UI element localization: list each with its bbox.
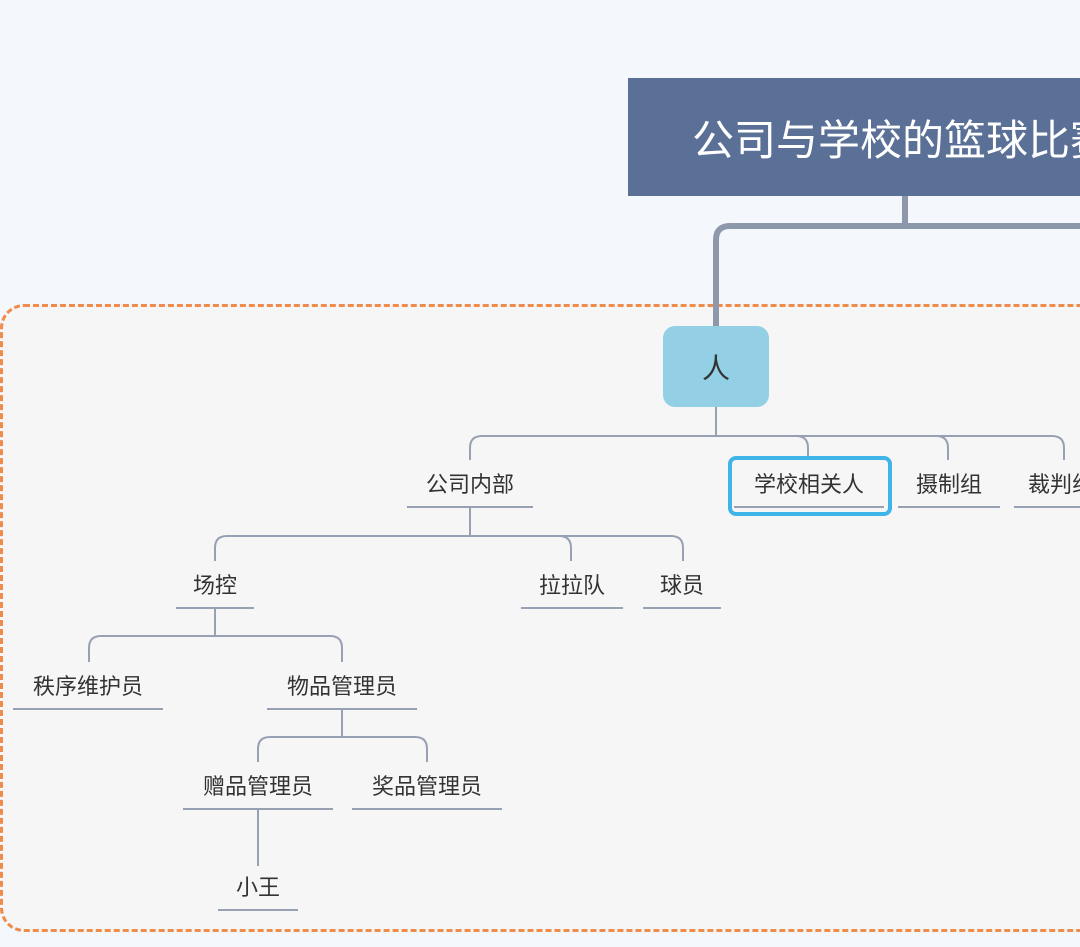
root-topic[interactable]: 公司与学校的篮球比赛 <box>628 78 1080 196</box>
topic-label: 奖品管理员 <box>371 775 482 800</box>
topic-school-related[interactable]: 学校相关人 <box>734 460 884 508</box>
venue-children-connector <box>88 635 343 662</box>
boundary-frame[interactable] <box>0 304 1080 932</box>
topic-cheerleaders[interactable]: 拉拉队 <box>521 561 623 609</box>
company-children-connector <box>214 535 684 561</box>
topic-players[interactable]: 球员 <box>643 561 721 609</box>
main-topic-label: 人 <box>701 351 730 385</box>
topic-label: 小王 <box>235 876 280 901</box>
topic-label: 场控 <box>192 574 237 599</box>
topic-xiao-wang[interactable]: 小王 <box>218 863 298 911</box>
topic-label: 学校相关人 <box>753 473 864 498</box>
topic-venue-control[interactable]: 场控 <box>176 561 254 609</box>
topic-label: 秩序维护员 <box>32 675 143 700</box>
level1-connector <box>469 435 1065 460</box>
root-topic-label: 公司与学校的篮球比赛 <box>692 115 1080 165</box>
topic-order-keepers[interactable]: 秩序维护员 <box>13 662 163 710</box>
topic-label: 物品管理员 <box>286 675 397 700</box>
root-connector <box>713 196 1080 326</box>
topic-film-crew[interactable]: 摄制组 <box>898 460 1000 508</box>
topic-label: 拉拉队 <box>538 574 605 599</box>
topic-company-internal[interactable]: 公司内部 <box>407 460 533 508</box>
goods-children-connector <box>257 736 428 762</box>
topic-label: 赠品管理员 <box>202 775 313 800</box>
topic-label: 公司内部 <box>425 473 514 498</box>
topic-label: 摄制组 <box>915 473 982 498</box>
topic-referee-group[interactable]: 裁判组 <box>1014 460 1080 508</box>
selection-outline <box>728 456 892 516</box>
topic-label: 球员 <box>659 574 704 599</box>
topic-goods-manager[interactable]: 物品管理员 <box>267 662 417 710</box>
topic-gift-manager[interactable]: 赠品管理员 <box>183 762 333 810</box>
main-topic-people[interactable]: 人 <box>663 326 769 407</box>
topic-label: 裁判组 <box>1028 473 1080 498</box>
topic-prize-manager[interactable]: 奖品管理员 <box>352 762 502 810</box>
